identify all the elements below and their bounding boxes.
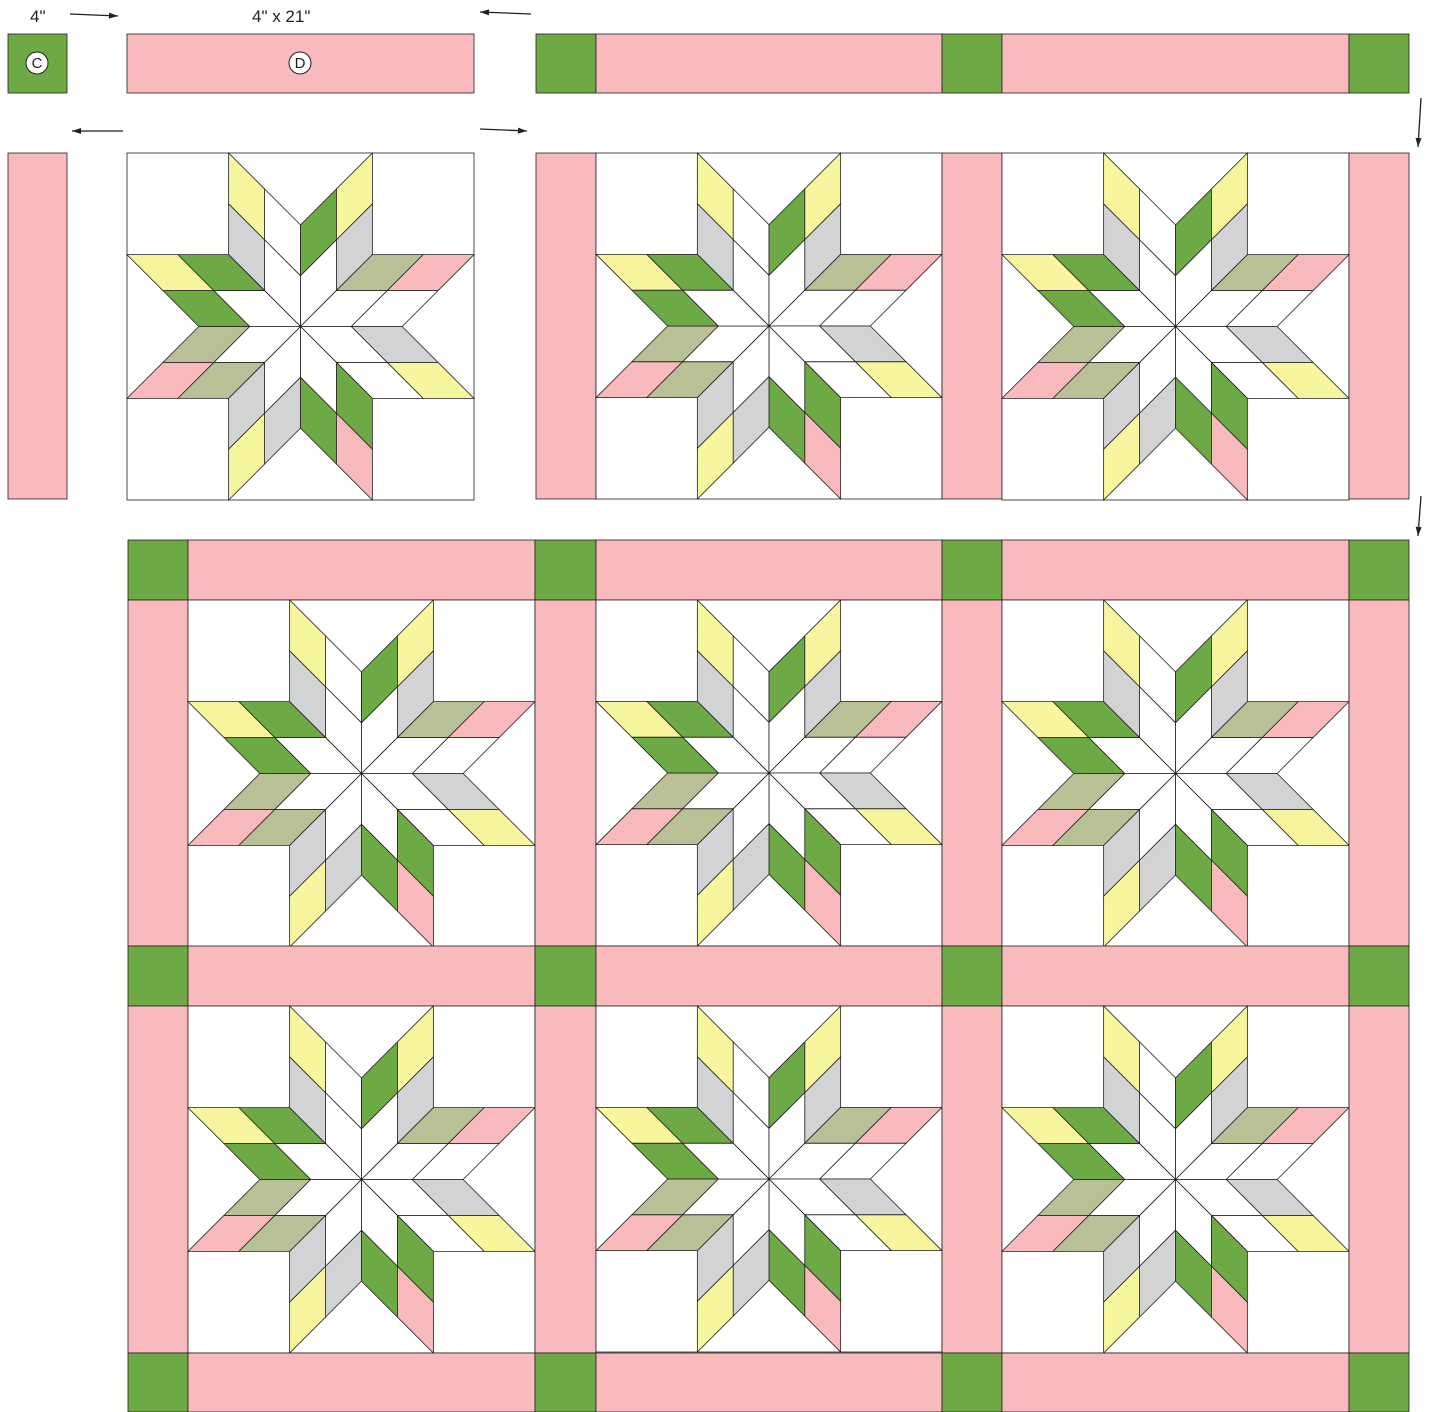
sashing-strip	[1002, 946, 1349, 1006]
size-labels: 4" 4" x 21"	[30, 7, 310, 26]
block-row	[536, 153, 1409, 500]
quilt-top	[128, 540, 1409, 1412]
cornerstone-square	[128, 946, 188, 1006]
cornerstone-square	[536, 34, 596, 93]
sashing-strip	[596, 34, 942, 93]
cornerstone-square	[1349, 34, 1409, 93]
sashing-strip	[188, 1353, 535, 1412]
cornerstone-square	[128, 1353, 188, 1412]
sashing-strip-vertical	[535, 1006, 596, 1353]
sashing-strip-vertical	[942, 1006, 1002, 1353]
sashing-strip	[596, 1353, 942, 1412]
arrow-down-icon	[1416, 496, 1422, 536]
sashing-strip-vertical	[535, 600, 596, 946]
star-block	[596, 600, 942, 946]
sashing-strip-vertical	[942, 153, 1002, 499]
sashing-strip-vertical	[942, 600, 1002, 946]
arrow-left-icon	[72, 128, 123, 134]
sashing-strip	[1002, 540, 1349, 600]
square-letter-label: C	[32, 55, 43, 72]
piece-letter-c: C	[26, 52, 48, 74]
arrow-left-icon	[480, 9, 531, 15]
star-block	[596, 1006, 942, 1352]
strip-size-label: 4" x 21"	[252, 7, 310, 26]
arrow-down-icon	[1416, 98, 1422, 147]
star-block	[1002, 1006, 1349, 1353]
sashing-strip	[596, 540, 942, 600]
cornerstone-square	[942, 1353, 1002, 1412]
star-block	[127, 153, 474, 500]
cornerstone-square	[1349, 946, 1409, 1006]
strip-letter-label: D	[295, 55, 306, 72]
square-size-label: 4"	[30, 7, 46, 26]
cornerstone-square	[942, 34, 1002, 93]
sashing-strip-vertical	[8, 153, 67, 499]
cornerstone-square	[535, 1353, 596, 1412]
cornerstone-square	[535, 946, 596, 1006]
sashing-strip-vertical	[1349, 600, 1409, 946]
cornerstone-square	[1349, 1353, 1409, 1412]
cornerstone-square	[942, 946, 1002, 1006]
sashing-row	[536, 34, 1409, 93]
piece-letter-d: D	[289, 52, 311, 74]
sashing-strip-vertical	[1349, 1006, 1409, 1353]
cornerstone-square	[128, 540, 188, 600]
sashing-strip	[188, 540, 535, 600]
cornerstone-square	[942, 540, 1002, 600]
star-block	[188, 600, 535, 947]
star-block	[188, 1006, 535, 1353]
cornerstone-square	[1349, 540, 1409, 600]
sashing-strip	[1002, 1353, 1349, 1412]
sashing-strip-vertical	[1349, 153, 1409, 499]
arrow-right-icon	[70, 13, 118, 19]
sashing-strip-vertical	[128, 600, 188, 946]
cornerstone-square	[535, 540, 596, 600]
star-block	[1002, 600, 1349, 947]
star-block	[596, 153, 942, 499]
sashing-strip-vertical	[128, 1006, 188, 1353]
star-block	[1002, 153, 1349, 500]
sashing-strip	[188, 946, 535, 1006]
arrow-right-icon	[480, 128, 527, 134]
sashing-strip-vertical	[536, 153, 596, 499]
sashing-strip	[1002, 34, 1349, 93]
sashing-strip	[596, 946, 942, 1006]
